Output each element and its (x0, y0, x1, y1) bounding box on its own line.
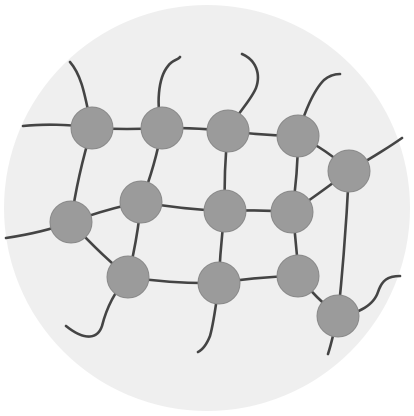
node-n12 (277, 255, 319, 297)
node-n3 (207, 110, 249, 152)
node-n4 (277, 115, 319, 157)
node-n8 (204, 190, 246, 232)
node-n11 (198, 262, 240, 304)
node-n7 (120, 181, 162, 223)
node-n2 (141, 107, 183, 149)
node-n5 (328, 150, 370, 192)
node-n6 (50, 201, 92, 243)
node-n1 (71, 107, 113, 149)
node-n13 (317, 295, 359, 337)
node-n9 (271, 191, 313, 233)
node-n10 (107, 256, 149, 298)
